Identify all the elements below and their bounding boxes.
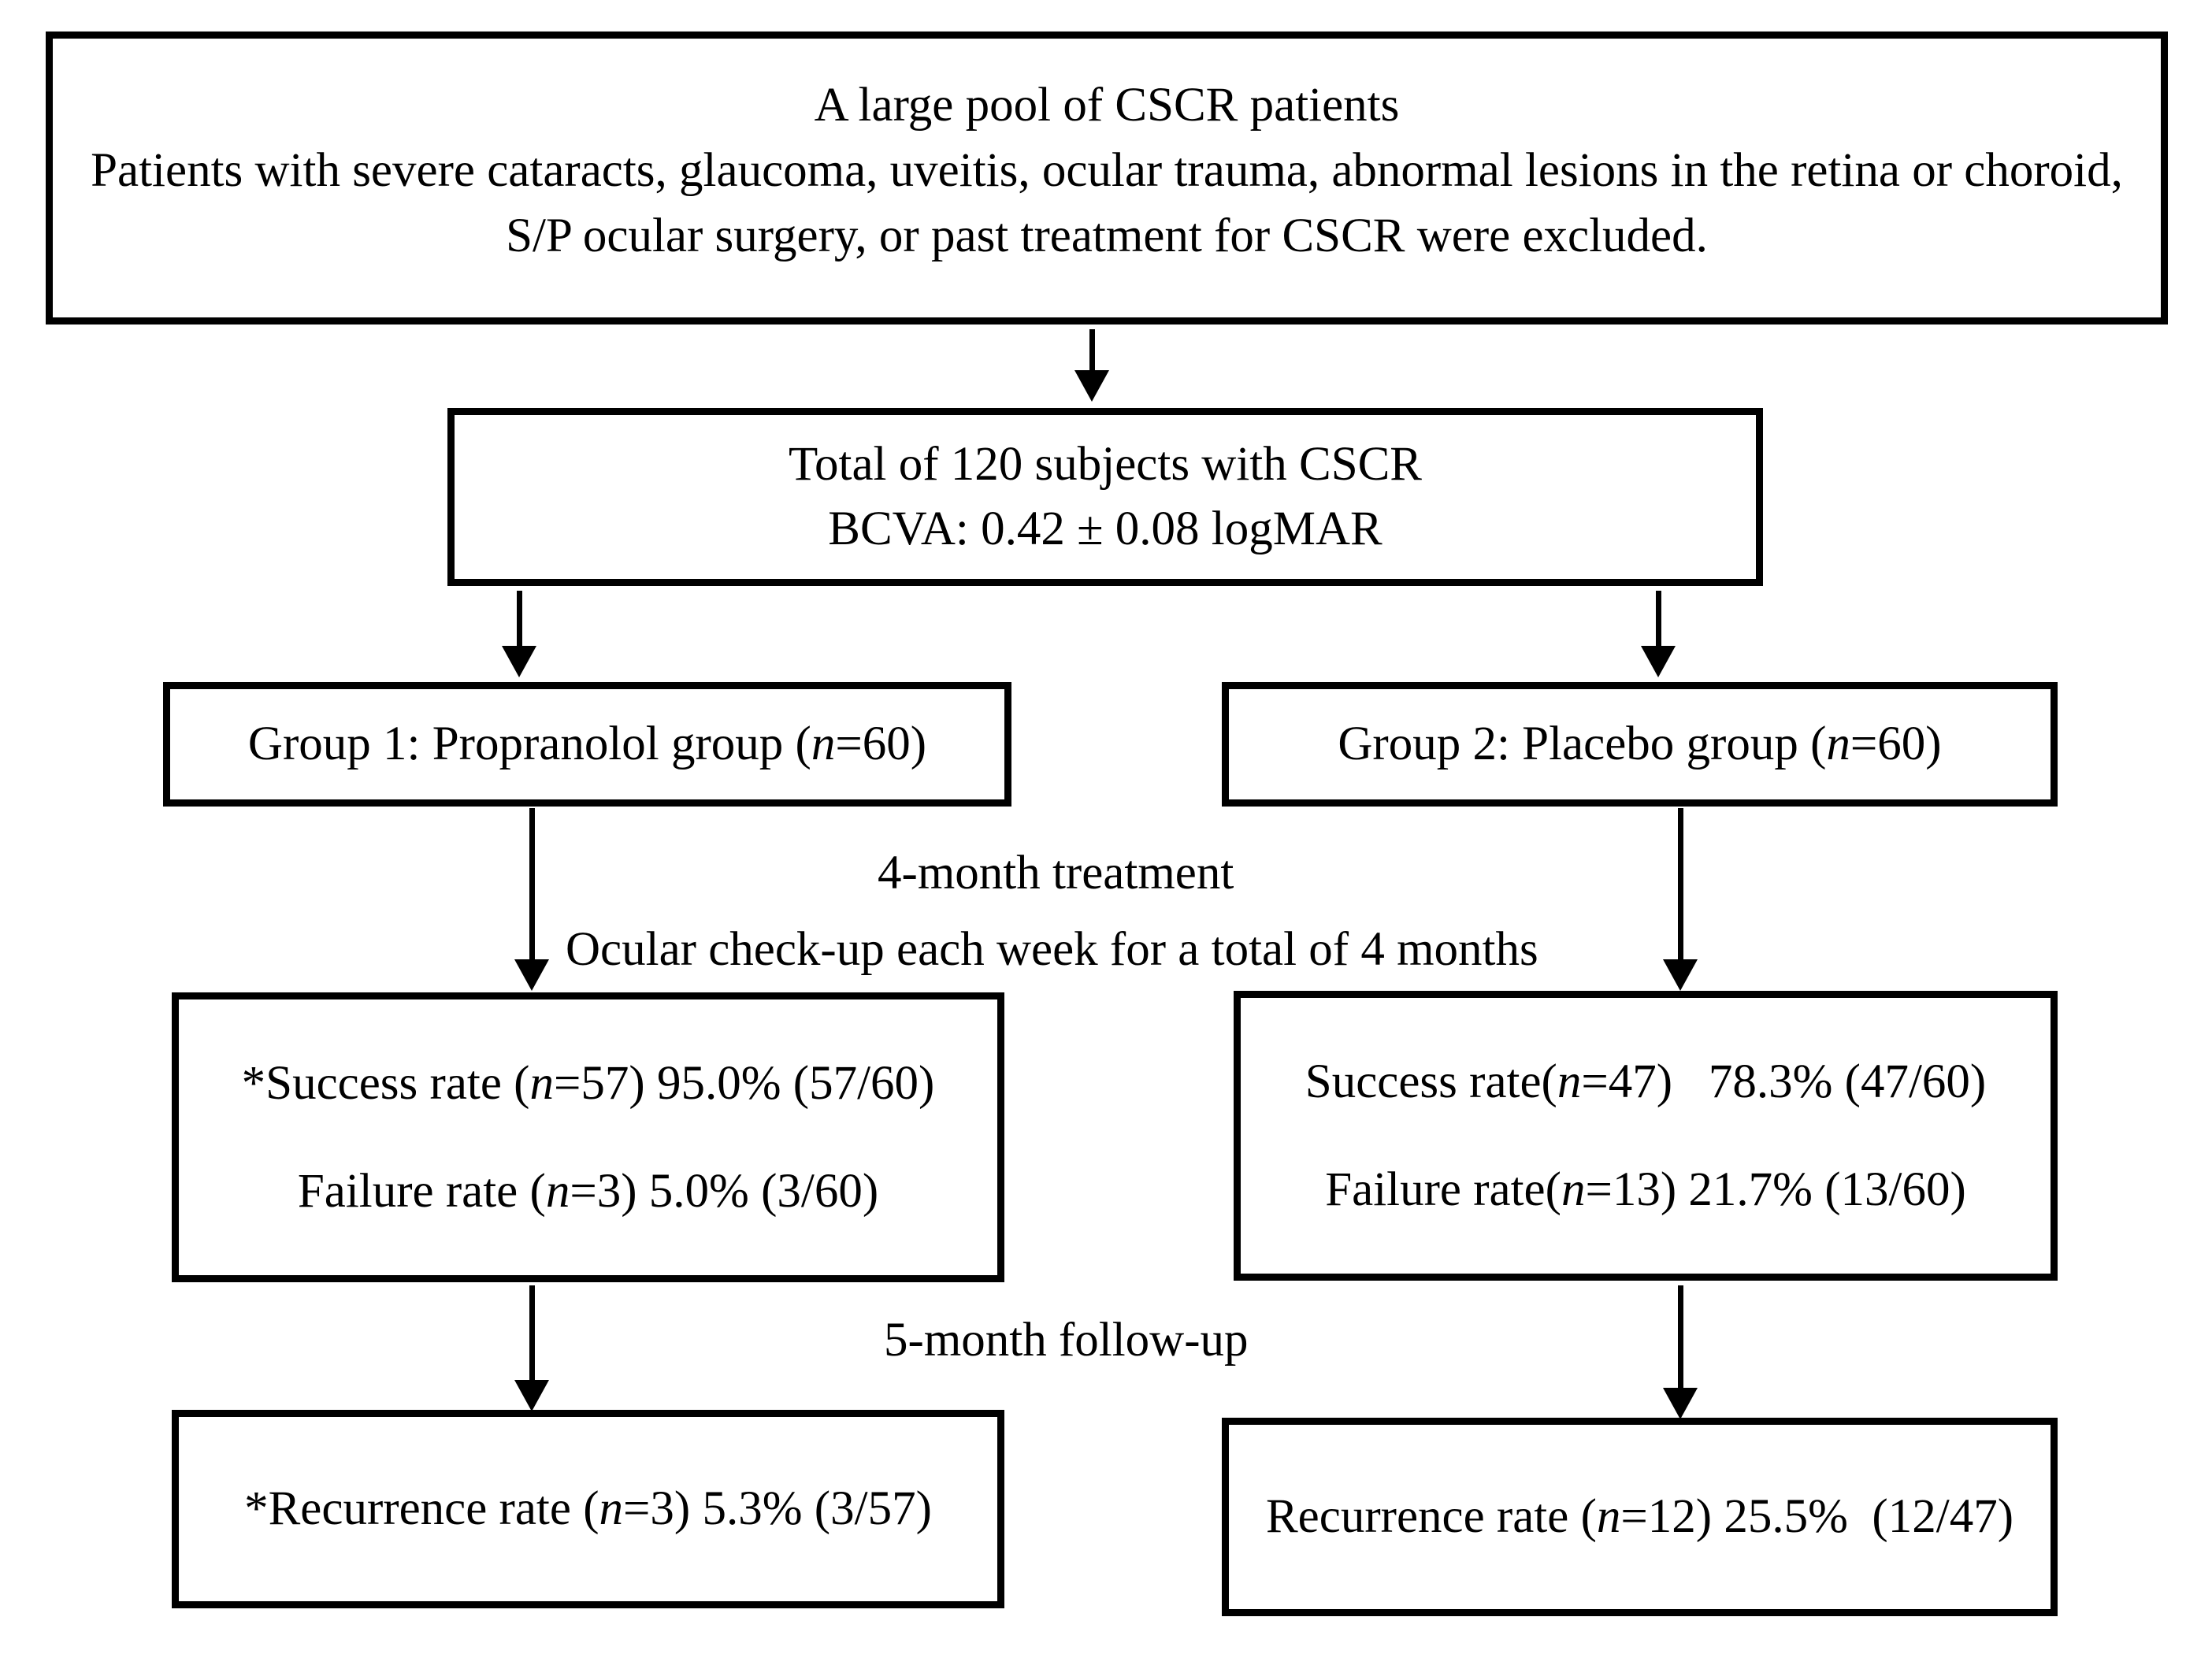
total-subjects-bcva: BCVA: 0.42 ± 0.08 logMAR [828, 503, 1382, 555]
group1-recurrence-rate: *Recurrence rate (n=3) 5.3% (3/57) [244, 1478, 932, 1540]
node-group1-recurrence: *Recurrence rate (n=3) 5.3% (3/57) [172, 1410, 1004, 1608]
node-patient-pool: A large pool of CSCR patients Patients w… [46, 32, 2168, 324]
group2-success-n: n [1557, 1055, 1582, 1108]
group2-failure-prefix: Failure rate( [1325, 1163, 1561, 1216]
group2-success-rate: Success rate(n=47) 78.3% (47/60) [1305, 1051, 1986, 1113]
group2-failure-rate: Failure rate(n=13) 21.7% (13/60) [1325, 1159, 1966, 1221]
label-5-month-followup: 5-month follow-up [884, 1314, 1249, 1367]
group2-label-n: n [1826, 718, 1850, 771]
patient-pool-exclusions: Patients with severe cataracts, glaucoma… [91, 143, 2123, 262]
node-group1-propranolol: Group 1: Propranolol group (n=60) [163, 682, 1011, 807]
label-4-month-treatment: 4-month treatment [878, 847, 1234, 899]
connector-pool-to-total [1074, 329, 1109, 402]
group1-label: Group 1: Propranolol group (n=60) [248, 713, 926, 775]
label-weekly-checkup: Ocular check-up each week for a total of… [566, 923, 1538, 976]
group2-label: Group 2: Placebo group (n=60) [1338, 713, 1941, 775]
connector-group1-to-rate1 [514, 808, 549, 991]
group2-success-suffix: =47) 78.3% (47/60) [1581, 1055, 1987, 1108]
connector-total-to-group2 [1641, 591, 1676, 679]
patient-pool-title: A large pool of CSCR patients [814, 79, 1400, 132]
connector-stem [1678, 1285, 1683, 1389]
arrowhead-icon [1641, 646, 1676, 677]
group1-success-prefix: *Success rate ( [241, 1056, 530, 1110]
group2-recurrence-suffix: =12) 25.5% (12/47) [1620, 1490, 2014, 1544]
group1-failure-rate: Failure rate (n=3) 5.0% (3/60) [298, 1160, 878, 1222]
group1-recurrence-n: n [599, 1482, 624, 1536]
node-group2-recurrence: Recurrence rate (n=12) 25.5% (12/47) [1222, 1418, 2058, 1616]
group1-success-suffix: =57) 95.0% (57/60) [554, 1056, 935, 1110]
arrowhead-icon [1663, 1388, 1698, 1419]
node-group1-outcomes: *Success rate (n=57) 95.0% (57/60) Failu… [172, 992, 1004, 1282]
group2-label-prefix: Group 2: Placebo group ( [1338, 718, 1827, 771]
group2-recurrence-rate: Recurrence rate (n=12) 25.5% (12/47) [1266, 1485, 2013, 1548]
group2-failure-n: n [1561, 1163, 1586, 1216]
connector-stem [529, 808, 535, 961]
node-total-subjects: Total of 120 subjects with CSCR BCVA: 0.… [447, 408, 1763, 586]
arrowhead-icon [1074, 370, 1109, 402]
connector-stem [529, 1285, 535, 1381]
arrowhead-icon [1663, 959, 1698, 991]
group2-label-suffix: =60) [1850, 718, 1942, 771]
group2-recurrence-n: n [1596, 1490, 1621, 1544]
connector-rate2-to-rec2 [1663, 1285, 1698, 1419]
connector-stem [1089, 329, 1095, 373]
group1-failure-prefix: Failure rate ( [297, 1165, 546, 1218]
connector-stem [1656, 591, 1661, 649]
connector-total-to-group1 [502, 591, 536, 679]
group1-label-prefix: Group 1: Propranolol group ( [247, 718, 811, 771]
group1-label-n: n [811, 718, 836, 771]
group2-failure-suffix: =13) 21.7% (13/60) [1585, 1163, 1966, 1216]
arrowhead-icon [502, 646, 536, 677]
node-group2-placebo: Group 2: Placebo group (n=60) [1222, 682, 2058, 807]
group1-failure-n: n [545, 1165, 570, 1218]
group1-recurrence-prefix: *Recurrence rate ( [244, 1482, 599, 1536]
group2-success-prefix: Success rate( [1305, 1055, 1557, 1108]
connector-stem [1678, 808, 1683, 961]
group1-label-suffix: =60) [835, 718, 927, 771]
total-subjects-count: Total of 120 subjects with CSCR [789, 437, 1422, 491]
arrowhead-icon [514, 1380, 549, 1411]
group1-recurrence-suffix: =3) 5.3% (3/57) [623, 1482, 932, 1536]
group1-success-rate: *Success rate (n=57) 95.0% (57/60) [242, 1052, 935, 1114]
connector-rate1-to-rec1 [514, 1285, 549, 1411]
group1-success-n: n [529, 1056, 555, 1110]
group2-recurrence-prefix: Recurrence rate ( [1265, 1490, 1597, 1544]
arrowhead-icon [514, 959, 549, 991]
connector-group2-to-rate2 [1663, 808, 1698, 991]
node-group2-outcomes: Success rate(n=47) 78.3% (47/60) Failure… [1234, 991, 2058, 1281]
connector-stem [517, 591, 522, 649]
group1-failure-suffix: =3) 5.0% (3/60) [570, 1165, 879, 1218]
